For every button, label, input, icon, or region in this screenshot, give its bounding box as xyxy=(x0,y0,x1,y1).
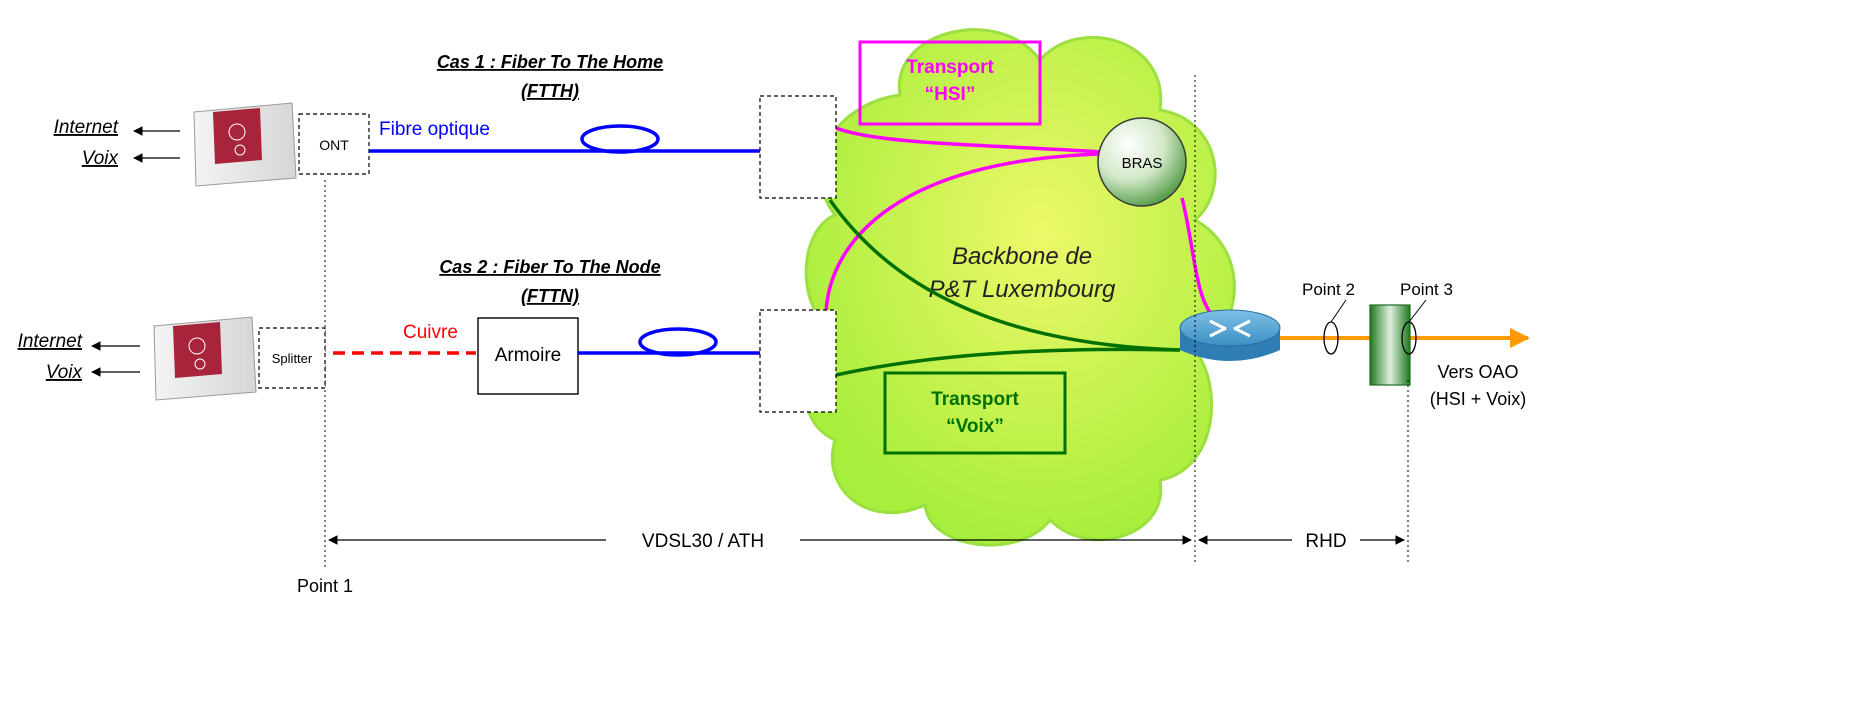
backbone-line2: P&T Luxembourg xyxy=(929,276,1116,303)
home2-voix-label: Voix xyxy=(46,362,84,383)
transport-voix-box xyxy=(883,371,1067,455)
destination-line1: Vers OAO xyxy=(1437,362,1518,382)
cabinet-box xyxy=(477,317,579,395)
bras-label: BRAS xyxy=(1122,155,1163,172)
point1-label: Point 1 xyxy=(297,576,353,596)
point3-label: Point 3 xyxy=(1400,280,1453,299)
fiber-coil-icon xyxy=(580,124,660,154)
hsi-path-ftth xyxy=(835,126,1103,154)
fiber-coil-icon xyxy=(638,327,718,357)
case1-title: Cas 1 : Fiber To The Home xyxy=(437,52,663,72)
point2-label: Point 2 xyxy=(1302,280,1355,299)
connector-icon xyxy=(1369,304,1411,386)
olt-ftth-node-box xyxy=(759,309,837,413)
home2-internet-label: Internet xyxy=(18,331,83,352)
transport-hsi-line1: Transport xyxy=(906,57,994,78)
point3-leader xyxy=(1408,299,1427,323)
fiber-label: Fibre optique xyxy=(379,119,490,140)
rhd-span-label: RHD xyxy=(1305,531,1346,552)
case2-title: Cas 2 : Fiber To The Node xyxy=(439,257,660,277)
ont-label: ONT xyxy=(319,137,349,153)
backbone-line1: Backbone de xyxy=(952,243,1092,270)
transport-voix-line2: “Voix” xyxy=(946,416,1004,437)
transport-voix-line1: Transport xyxy=(931,389,1019,410)
destination-line2: (HSI + Voix) xyxy=(1430,389,1527,409)
ont-box xyxy=(298,113,370,175)
splitter-label: Splitter xyxy=(272,351,313,366)
modem-icon xyxy=(153,316,257,401)
transport-hsi-box xyxy=(858,40,1042,126)
vdsl-span-label: VDSL30 / ATH xyxy=(642,531,764,552)
hsi-path-ftth-to-bras xyxy=(824,152,1103,313)
olt-ftth-box xyxy=(759,95,837,199)
case2-abbr: (FTTN) xyxy=(521,286,579,306)
transport-hsi-line2: “HSI” xyxy=(925,84,976,105)
case1-abbr: (FTTH) xyxy=(521,81,579,101)
splitter-box xyxy=(258,327,326,389)
bras-node xyxy=(1097,117,1187,207)
home1-internet-label: Internet xyxy=(54,117,119,138)
router-icon xyxy=(1179,309,1281,361)
hsi-path-bras-router xyxy=(1180,197,1217,320)
cabinet-label: Armoire xyxy=(495,345,562,366)
modem-icon xyxy=(193,102,297,187)
copper-label: Cuivre xyxy=(403,322,458,343)
point2-leader xyxy=(1330,299,1347,323)
voix-path-ftth xyxy=(828,198,1181,352)
transport-paths xyxy=(824,126,1217,377)
voix-path-ftth-node xyxy=(835,347,1181,377)
home1-voix-label: Voix xyxy=(82,148,120,169)
